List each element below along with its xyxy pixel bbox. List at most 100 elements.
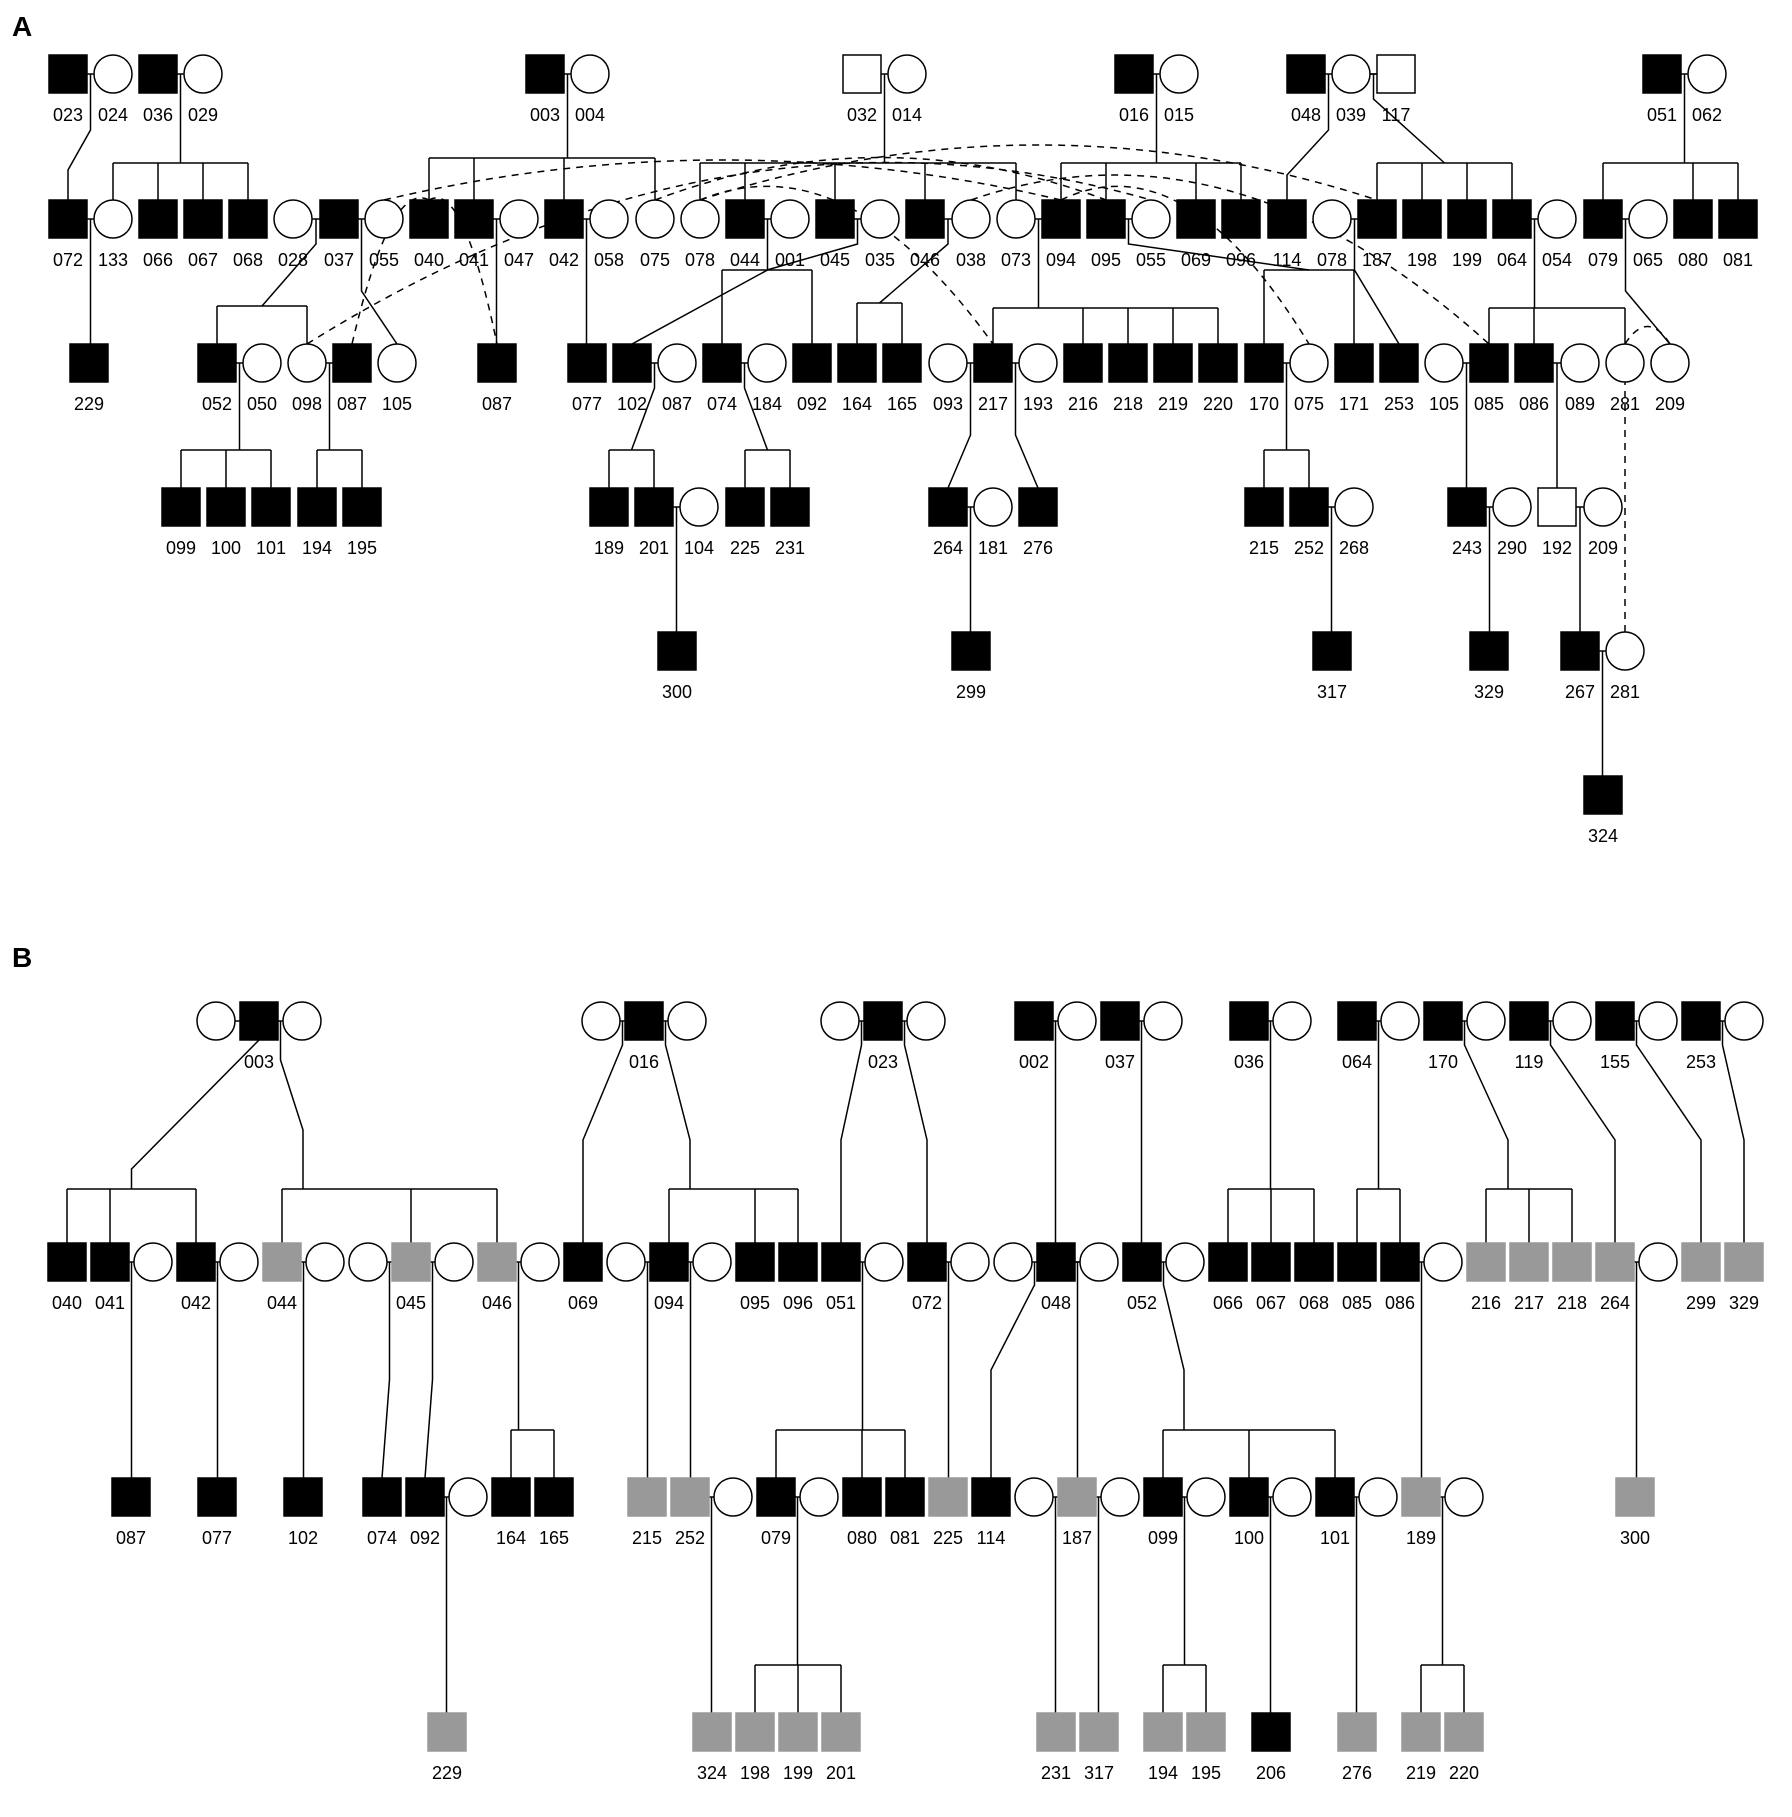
male-102 (612, 343, 652, 383)
individual-id-label: 040 (414, 250, 444, 270)
individual-id-label: 252 (675, 1528, 705, 1548)
female-075 (635, 199, 675, 239)
individual-id-label: 087 (662, 394, 692, 414)
male-329 (1469, 631, 1509, 671)
male-099 (1143, 1477, 1183, 1517)
individual-id-label: 041 (95, 1293, 125, 1313)
female-035 (860, 199, 900, 239)
male-044 (725, 199, 765, 239)
individual-id-label: 080 (1678, 250, 1708, 270)
individual-id-label: 086 (1519, 394, 1549, 414)
descent-line (1162, 1262, 1185, 1430)
male-195 (342, 487, 382, 527)
male-092 (405, 1477, 445, 1517)
individual-id-label: 085 (1342, 1293, 1372, 1313)
male-003 (239, 1001, 279, 1041)
male-189 (1401, 1477, 1441, 1517)
male-199 (1447, 199, 1487, 239)
individual-id-label: 092 (410, 1528, 440, 1548)
male-217 (1509, 1242, 1549, 1282)
male-087 (477, 343, 517, 383)
individual-id-label: 068 (233, 250, 263, 270)
female-087 (657, 343, 697, 383)
male-085 (1469, 343, 1509, 383)
descent-line (1353, 219, 1400, 345)
individual-id-label: 047 (504, 250, 534, 270)
consanguinity-link (383, 159, 1062, 201)
male-165 (882, 343, 922, 383)
male-324 (692, 1712, 732, 1752)
panel-label-b: B (12, 942, 32, 973)
male-094 (649, 1242, 689, 1282)
individual-id-label: 199 (1452, 250, 1482, 270)
female-184 (747, 343, 787, 383)
individual-id-label: 096 (783, 1293, 813, 1313)
male-095 (1086, 199, 1126, 239)
male-036 (138, 54, 178, 94)
female-unlabeled (1380, 1001, 1420, 1041)
individual-id-label: 231 (1041, 1763, 1071, 1783)
female-039 (1331, 54, 1371, 94)
female-281 (1605, 343, 1645, 383)
male-045 (391, 1242, 431, 1282)
male-086 (1514, 343, 1554, 383)
female-unlabeled (219, 1242, 259, 1282)
individual-id-label: 217 (978, 394, 1008, 414)
individual-id-label: 225 (730, 538, 760, 558)
individual-id-label: 036 (1234, 1052, 1264, 1072)
individual-id-label: 290 (1497, 538, 1527, 558)
individual-id-label: 001 (775, 250, 805, 270)
male-040 (409, 199, 449, 239)
individual-id-label: 198 (740, 1763, 770, 1783)
individual-id-label: 085 (1474, 394, 1504, 414)
female-105 (1424, 343, 1464, 383)
female-unlabeled (950, 1242, 990, 1282)
male-080 (842, 1477, 882, 1517)
individual-id-label: 069 (1181, 250, 1211, 270)
individual-id-label: 073 (1001, 250, 1031, 270)
individual-id-label: 003 (244, 1052, 274, 1072)
male-114 (1267, 199, 1307, 239)
individual-id-label: 114 (977, 1528, 1006, 1548)
individual-id-label: 046 (910, 250, 940, 270)
individual-id-label: 164 (496, 1528, 526, 1548)
female-unlabeled (1358, 1477, 1398, 1517)
individual-id-label: 004 (575, 105, 605, 125)
female-268 (1334, 487, 1374, 527)
consanguinity-link (699, 144, 1378, 201)
female-104 (679, 487, 719, 527)
male-096 (778, 1242, 818, 1282)
individual-id-label: 105 (1429, 394, 1459, 414)
descent-line (130, 1039, 260, 1189)
individual-id-label: 062 (1692, 105, 1722, 125)
descent-line (360, 219, 398, 345)
individual-id-label: 198 (1407, 250, 1437, 270)
individual-id-label: 044 (267, 1293, 297, 1313)
male-195 (1186, 1712, 1226, 1752)
individual-id-label: 072 (53, 250, 83, 270)
male-086 (1380, 1242, 1420, 1282)
individual-id-label: 220 (1449, 1763, 1479, 1783)
male-048 (1286, 54, 1326, 94)
individual-id-label: 016 (1119, 105, 1149, 125)
individual-id-label: 099 (1148, 1528, 1178, 1548)
male-023 (863, 1001, 903, 1041)
individual-id-label: 023 (53, 105, 83, 125)
individual-id-label: 170 (1249, 394, 1279, 414)
individual-id-label: 094 (1046, 250, 1076, 270)
male-002 (1014, 1001, 1054, 1041)
female-unlabeled (1014, 1477, 1054, 1517)
individual-id-label: 215 (1249, 538, 1279, 558)
male-066 (1208, 1242, 1248, 1282)
male-219 (1401, 1712, 1441, 1752)
female-unlabeled (1272, 1477, 1312, 1517)
female-unlabeled (1272, 1001, 1312, 1041)
individual-id-label: 195 (1191, 1763, 1221, 1783)
female-unlabeled (906, 1001, 946, 1041)
individual-id-label: 155 (1600, 1052, 1630, 1072)
individual-id-label: 087 (482, 394, 512, 414)
individual-id-label: 201 (639, 538, 669, 558)
individual-id-label: 048 (1041, 1293, 1071, 1313)
descent-line (424, 1262, 434, 1479)
